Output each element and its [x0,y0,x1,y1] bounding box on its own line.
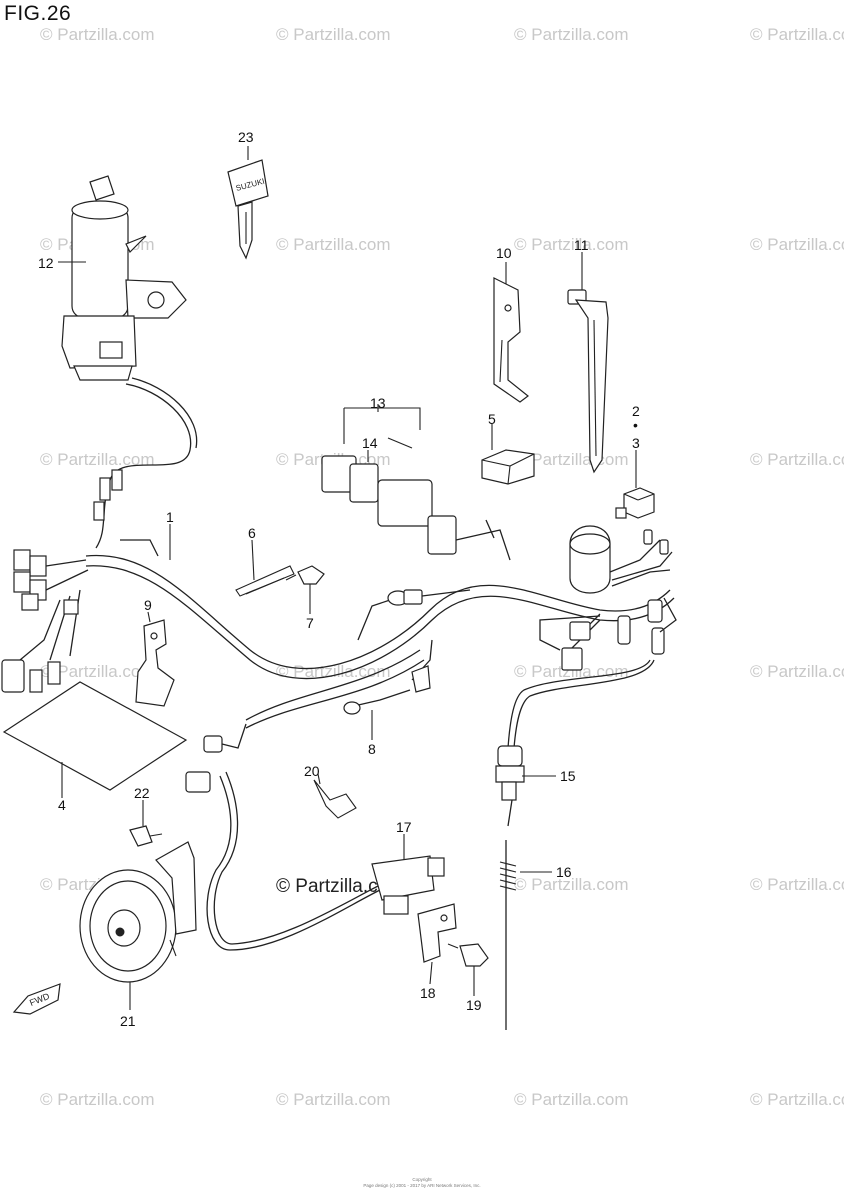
watermark: © Partzilla.com [750,875,844,894]
part-cable-tie [567,289,609,474]
part-screw-19 [447,943,489,967]
callout-label: 12 [38,255,54,271]
part-screw-7 [285,565,325,585]
callout-label: 1 [166,509,174,525]
watermark: © Partzilla.com [276,235,391,254]
watermark: © Partzilla.com [750,235,844,254]
part-pad [481,449,535,485]
callout-label: 2 [632,403,640,419]
callout-label: 18 [420,985,436,1001]
callout-label: • [633,417,638,433]
callout-label: 17 [396,819,412,835]
part-small-relay [615,487,655,519]
callout-label: 13 [370,395,386,411]
part-bracket-10 [493,277,529,403]
part-bracket-18 [417,903,457,963]
callout-label: 23 [238,129,254,145]
part-bracket-9 [135,619,175,707]
callout-label: 8 [368,741,376,757]
part-switch [185,771,445,951]
callout-label: 4 [58,797,66,813]
part-key: SUZUKI [227,159,269,260]
watermark: © Partzilla.com [750,662,844,681]
watermark: © Partzilla.com [514,875,629,894]
watermark: © Partzilla.com [750,450,844,469]
figure-title: FIG.26 [4,2,72,25]
part-main-harness [1,377,677,1030]
watermark: © Partzilla.com [750,25,844,44]
part-horn [79,841,197,983]
part-clip-20 [313,779,357,819]
watermark: © Partzilla.com [40,662,155,681]
callout-label: 15 [560,768,576,784]
callout-label: 14 [362,435,378,451]
watermark: © Partzilla.com [514,1090,629,1109]
part-wire-clip [235,565,295,597]
watermark: © Partzilla.com [750,1090,844,1109]
watermark: © Partzilla.com [40,1090,155,1109]
footer: Copyright Page design (c) 2001 - 2017 by… [363,1177,480,1188]
watermark-group: © Partzilla.com © Partzilla.com © Partzi… [40,25,844,1109]
callout-label: 19 [466,997,482,1013]
footer-credit: Page design (c) 2001 - 2017 by ARI Netwo… [363,1183,480,1188]
watermark: © Partzilla.com [40,25,155,44]
callout-label: 10 [496,245,512,261]
callout-label: 21 [120,1013,136,1029]
callout-label: 6 [248,525,256,541]
watermark: © Partzilla.com [276,1090,391,1109]
watermark-main: © Partzilla.com [276,876,404,897]
callout-label: 20 [304,763,320,779]
callout-labels: 23 12 10 11 13 14 5 2 • 3 1 6 7 9 4 8 20… [38,129,640,1029]
watermark: © Partzilla.com [514,235,629,254]
watermark: © Partzilla.com [514,25,629,44]
callout-label: 11 [574,237,589,253]
callout-label: 9 [144,597,152,613]
callout-label: 3 [632,435,640,451]
fwd-arrow: FWD [12,983,61,1015]
callout-label: 22 [134,785,150,801]
callout-label: 7 [306,615,314,631]
leader-lines [58,146,637,1010]
callout-label: 16 [556,864,572,880]
watermark: © Partzilla.com [276,25,391,44]
part-ignition-switch [61,175,187,381]
part-relay-cluster [321,407,511,561]
part-sheet [2,681,188,791]
watermark: © Partzilla.com [40,450,155,469]
callout-label: 5 [488,411,496,427]
footer-copyright: Copyright [412,1177,432,1182]
part-bolt-22 [129,825,163,847]
